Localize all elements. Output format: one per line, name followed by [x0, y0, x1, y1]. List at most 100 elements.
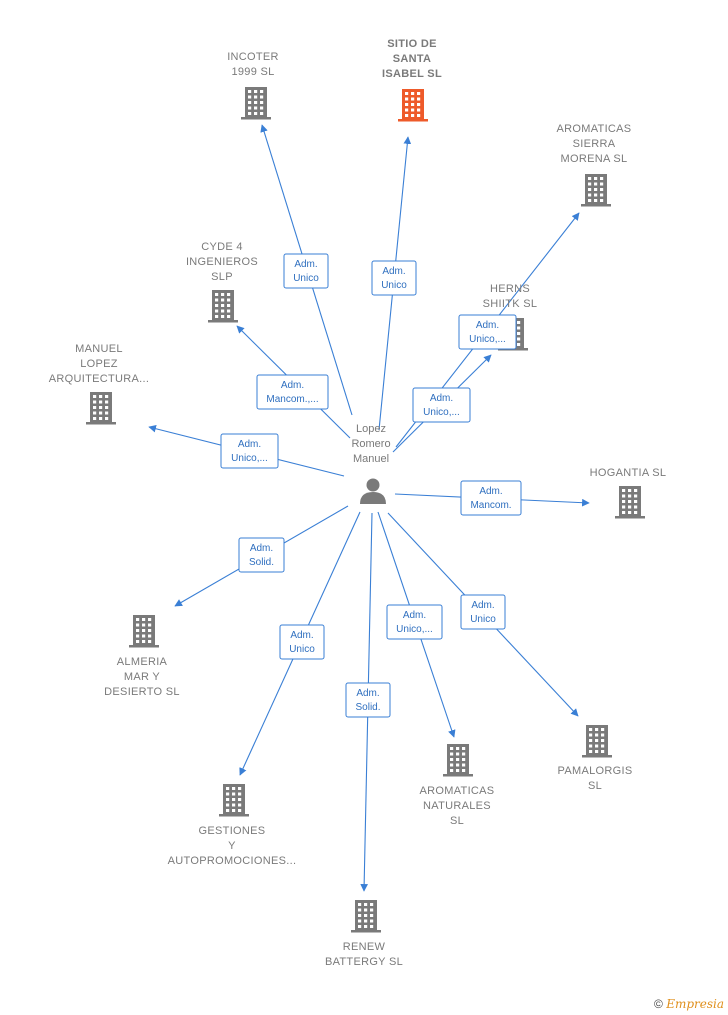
edge-role-text: Adm. — [382, 266, 405, 277]
edge-role-text: Unico — [293, 273, 319, 284]
company-name-line: Y — [228, 840, 236, 852]
edge-role-text: Unico,... — [231, 453, 268, 464]
company-node-almeria[interactable]: ALMERIA MAR Y DESIERTO SL — [104, 615, 180, 698]
edge-role-text: Unico — [470, 614, 496, 625]
company-name-line: NATURALES — [423, 800, 491, 812]
edge-role-text: Solid. — [249, 557, 274, 568]
footer-credit: © Empresia — [654, 997, 724, 1011]
company-name-line: SL — [588, 780, 602, 792]
edge-role-label[interactable]: Adm. Solid. — [238, 537, 285, 573]
brand-logo-text[interactable]: Empresia — [666, 997, 724, 1011]
building-icon — [219, 784, 249, 817]
company-name-line: MORENA SL — [561, 153, 628, 165]
center-name-line-3: Manuel — [353, 453, 389, 465]
edge-role-text: Mancom. — [470, 500, 511, 511]
building-icon — [398, 89, 428, 122]
company-name-line: AUTOPROMOCIONES... — [168, 855, 297, 867]
edge-role-label[interactable]: Adm. Mancom.,... — [256, 374, 329, 410]
company-name-line: ARQUITECTURA... — [49, 373, 149, 385]
company-name-line: SHIITK SL — [483, 298, 538, 310]
edge-role-text: Mancom.,... — [266, 394, 318, 405]
company-name-line: LOPEZ — [80, 358, 118, 370]
edge-role-text: Solid. — [355, 702, 380, 713]
company-name-line: SITIO DE — [387, 38, 436, 50]
company-name-line: HERNS — [490, 283, 530, 295]
company-name-line: SLP — [211, 271, 233, 283]
building-icon — [241, 87, 271, 120]
center-name-line-2: Romero — [351, 438, 390, 450]
company-node-cyde[interactable]: CYDE 4 INGENIEROS SLP — [186, 241, 258, 323]
edge-role-text: Unico,... — [469, 334, 506, 345]
edge-role-label[interactable]: Adm. Unico,... — [458, 314, 517, 350]
company-node-aromaticas-sierra[interactable]: AROMATICAS SIERRA MORENA SL — [557, 123, 632, 207]
company-name-line: AROMATICAS — [420, 785, 495, 797]
company-name-line: BATTERGY SL — [325, 956, 403, 968]
building-icon — [582, 725, 612, 758]
edge-role-text: Adm. — [290, 630, 313, 641]
edge-role-label[interactable]: Adm. Unico,... — [220, 433, 279, 469]
company-node-manuel-lopez[interactable]: MANUEL LOPEZ ARQUITECTURA... — [49, 343, 149, 425]
company-name-line: 1999 SL — [231, 66, 274, 78]
building-icon — [86, 392, 116, 425]
edge-role-label[interactable]: Adm. Unico — [283, 253, 329, 289]
copyright-symbol: © — [654, 997, 663, 1011]
company-name-line: AROMATICAS — [557, 123, 632, 135]
edge-role-text: Adm. — [403, 610, 426, 621]
edge-role-label[interactable]: Adm. Unico — [460, 594, 506, 630]
center-person-node[interactable]: Lopez Romero Manuel — [351, 423, 391, 504]
edge-role-text: Adm. — [281, 380, 304, 391]
company-name-line: HOGANTIA SL — [590, 467, 667, 479]
company-name-line: SL — [450, 815, 464, 827]
company-node-incoter[interactable]: INCOTER 1999 SL — [227, 51, 279, 120]
edge-role-text: Adm. — [250, 543, 273, 554]
company-name-line: MAR Y — [124, 671, 161, 683]
edge-role-text: Adm. — [238, 439, 261, 450]
company-name-line: ISABEL SL — [382, 68, 442, 80]
edge-role-text: Unico — [381, 280, 407, 291]
edge-role-text: Adm. — [479, 486, 502, 497]
edge-role-label[interactable]: Adm. Unico — [371, 260, 417, 296]
company-name-line: DESIERTO SL — [104, 686, 180, 698]
company-name-line: PAMALORGIS — [558, 765, 633, 777]
edge-role-label[interactable]: Adm. Solid. — [345, 682, 391, 718]
company-name-line: GESTIONES — [199, 825, 266, 837]
edge-role-label[interactable]: Adm. Unico,... — [412, 387, 471, 423]
nodes-layer: INCOTER 1999 SL SITIO DE SANTA ISABEL SL AROM… — [49, 38, 667, 968]
company-node-pamalorgis[interactable]: PAMALORGIS SL — [558, 725, 633, 792]
edge-role-text: Adm. — [294, 259, 317, 270]
edge-role-text: Unico,... — [396, 624, 433, 635]
company-name-line: MANUEL — [75, 343, 123, 355]
building-icon — [443, 744, 473, 777]
company-name-line: SANTA — [393, 53, 432, 65]
building-icon — [351, 900, 381, 933]
edges-layer — [148, 124, 590, 892]
building-icon — [129, 615, 159, 648]
company-node-renew[interactable]: RENEW BATTERGY SL — [325, 900, 403, 968]
edge-role-text: Adm. — [430, 393, 453, 404]
center-name-line-1: Lopez — [356, 423, 386, 435]
building-icon — [581, 174, 611, 207]
company-node-sitio[interactable]: SITIO DE SANTA ISABEL SL — [382, 38, 442, 122]
edge-role-text: Adm. — [471, 600, 494, 611]
edge-role-text: Adm. — [476, 320, 499, 331]
company-name-line: INCOTER — [227, 51, 279, 63]
edge-role-label[interactable]: Adm. Mancom. — [460, 480, 522, 516]
company-node-hogantia[interactable]: HOGANTIA SL — [590, 467, 667, 519]
edge-role-text: Unico — [289, 644, 315, 655]
company-name-line: SIERRA — [573, 138, 616, 150]
edge-labels-layer: Adm.UnicoAdm.UnicoAdm.Unico,...Adm.Unico… — [220, 253, 522, 718]
company-name-line: ALMERIA — [117, 656, 168, 668]
company-name-line: CYDE 4 — [201, 241, 243, 253]
edge-role-label[interactable]: Adm. Unico,... — [386, 604, 443, 640]
company-name-line: RENEW — [343, 941, 386, 953]
edge-role-text: Unico,... — [423, 407, 460, 418]
company-node-gestiones[interactable]: GESTIONES Y AUTOPROMOCIONES... — [168, 784, 297, 867]
company-name-line: INGENIEROS — [186, 256, 258, 268]
building-icon — [208, 290, 238, 323]
building-icon — [615, 486, 645, 519]
edge-role-text: Adm. — [356, 688, 379, 699]
person-icon — [360, 478, 386, 504]
company-node-aromaticas-naturales[interactable]: AROMATICAS NATURALES SL — [420, 744, 495, 827]
edge-role-label[interactable]: Adm. Unico — [279, 624, 325, 660]
